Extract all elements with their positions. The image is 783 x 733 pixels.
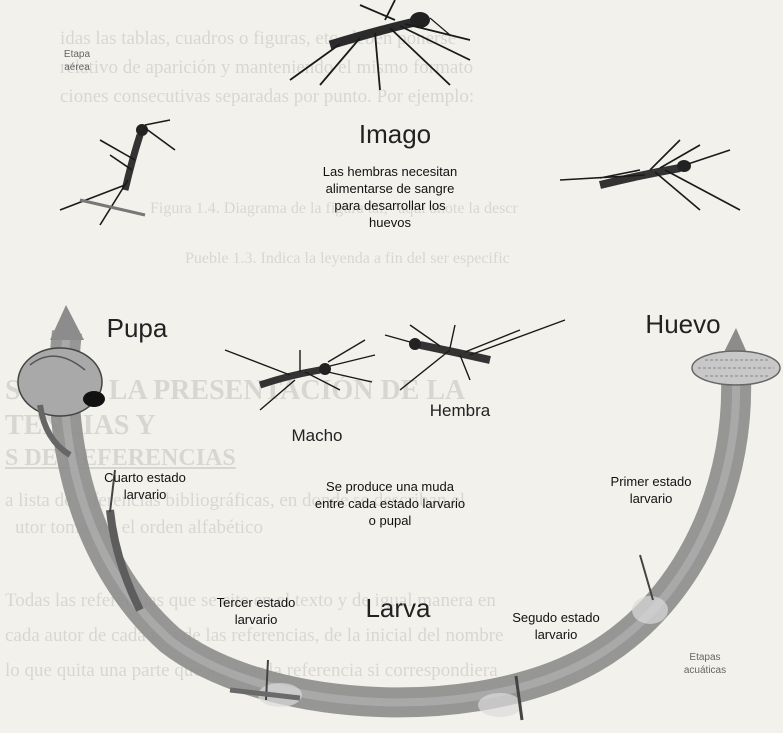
cycle-arrowhead-pupa	[50, 305, 84, 340]
larval-stage-line: larvario	[500, 627, 612, 644]
corner-note-line: Etapas	[668, 651, 742, 664]
stage-label-pupa: Pupa	[92, 312, 182, 346]
mosquito-male	[225, 340, 375, 410]
imago-note: Las hembras necesitan alimentarse de san…	[290, 164, 490, 232]
adult-label-female: Hembra	[410, 400, 510, 422]
mosquito-female	[385, 320, 565, 390]
corner-note-line: aérea	[50, 61, 104, 74]
molt-note-line: Se produce una muda	[300, 479, 480, 496]
larval-stage-line: Segudo estado	[500, 610, 612, 627]
imago-note-line: huevos	[290, 215, 490, 232]
mosquito-top	[290, 0, 470, 90]
band-patch	[632, 596, 668, 624]
egg-raft	[692, 351, 780, 385]
adult-label-male: Macho	[272, 425, 362, 447]
larval-stage-fourth: Cuarto estado larvario	[89, 470, 201, 504]
molt-note: Se produce una muda entre cada estado la…	[300, 479, 480, 530]
stage-label-larva: Larva	[348, 592, 448, 626]
mosquito-left	[60, 120, 175, 225]
larval-stage-second: Segudo estado larvario	[500, 610, 612, 644]
stage-label-imago: Imago	[345, 118, 445, 152]
corner-note-aquatic: Etapas acuáticas	[668, 651, 742, 677]
imago-note-line: alimentarse de sangre	[290, 181, 490, 198]
corner-note-aerial: Etapa aérea	[50, 48, 104, 74]
larval-stage-line: Primer estado	[595, 474, 707, 491]
stage-label-huevo: Huevo	[628, 308, 738, 342]
larva-first	[640, 555, 653, 600]
corner-note-line: Etapa	[50, 48, 104, 61]
mosquito-right	[560, 140, 740, 210]
band-patch	[478, 693, 522, 717]
imago-note-line: Las hembras necesitan	[290, 164, 490, 181]
larval-stage-line: Cuarto estado	[89, 470, 201, 487]
larval-stage-line: larvario	[595, 491, 707, 508]
imago-note-line: para desarrollar los	[290, 198, 490, 215]
larval-stage-line: Tercer estado	[200, 595, 312, 612]
larval-stage-line: larvario	[89, 487, 201, 504]
molt-note-line: o pupal	[300, 513, 480, 530]
corner-note-line: acuáticas	[668, 664, 742, 677]
larval-stage-third: Tercer estado larvario	[200, 595, 312, 629]
larval-stage-line: larvario	[200, 612, 312, 629]
molt-note-line: entre cada estado larvario	[300, 496, 480, 513]
larval-stage-first: Primer estado larvario	[595, 474, 707, 508]
